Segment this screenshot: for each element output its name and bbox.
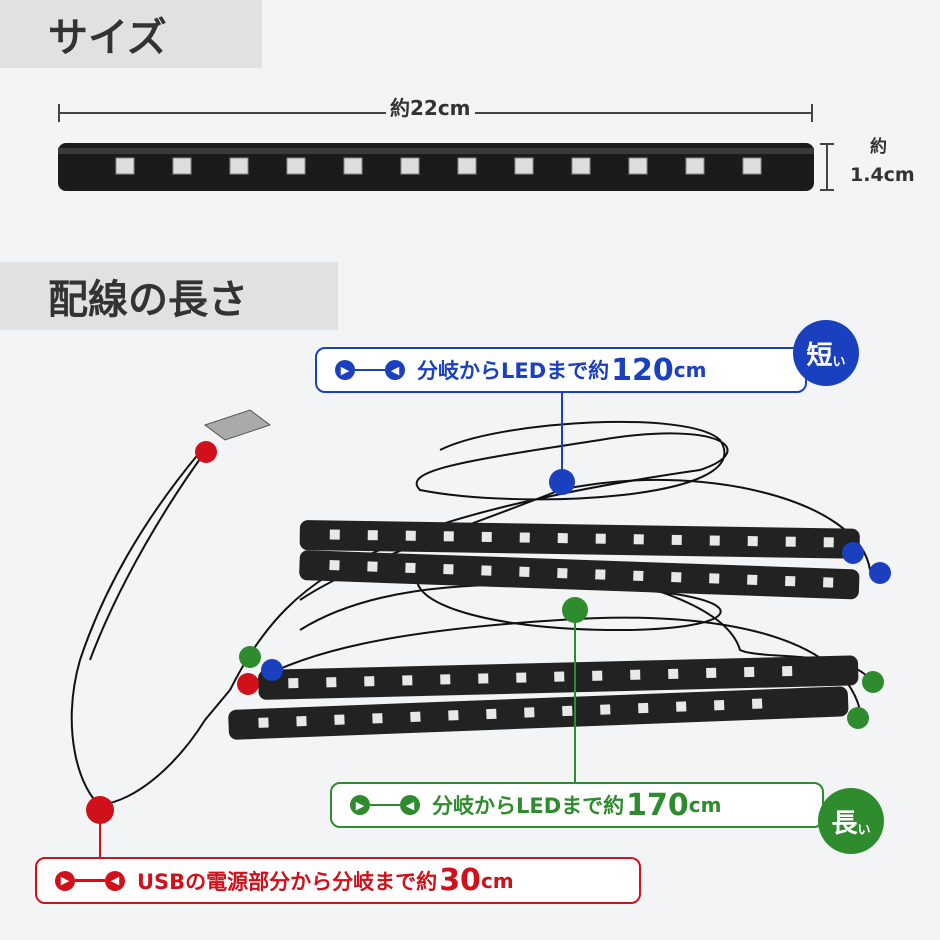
size-heading-text: サイズ — [48, 15, 167, 61]
cable-ends-icon: ▶◀ — [335, 360, 405, 380]
short-label-value: 120 — [611, 352, 674, 388]
usb-label-unit: cm — [480, 868, 514, 893]
long-badge-text: 長 — [831, 808, 858, 839]
long-label-value: 170 — [626, 787, 689, 823]
width-tick-bottom — [820, 189, 834, 191]
cable-ends-icon: ▶◀ — [55, 870, 125, 891]
cable-ends-icon: ▶◀ — [350, 795, 420, 815]
led-chip — [343, 157, 363, 175]
usb-label-text: USBの電源部分から分岐まで約 — [137, 869, 438, 894]
short-label-text: 分岐からLEDまで約 — [417, 359, 610, 383]
wiring-heading: 配線の長さ — [0, 262, 338, 330]
led-bar — [299, 550, 860, 600]
width-label-prefix: 約 — [870, 137, 887, 157]
long-badge: 長い — [818, 788, 884, 854]
led-chip — [115, 157, 135, 175]
width-dimension-line — [826, 143, 828, 190]
width-label: 1.4cm — [850, 164, 915, 186]
dim-tick-right — [811, 104, 813, 122]
led-chip — [514, 157, 534, 175]
short-label-unit: cm — [673, 358, 707, 382]
led-chip — [742, 157, 762, 175]
dim-tick-left — [58, 104, 60, 122]
short-badge-text: 短 — [806, 340, 833, 371]
led-bars — [228, 520, 860, 740]
short-badge-suffix: い — [832, 354, 846, 370]
wiring-heading-text: 配線の長さ — [48, 277, 248, 323]
short-badge: 短い — [793, 320, 859, 386]
led-chip — [400, 157, 420, 175]
led-bar — [299, 520, 860, 559]
led-chip — [229, 157, 249, 175]
led-chip — [457, 157, 477, 175]
usb-label-value: 30 — [439, 863, 481, 898]
length-label: 約22cm — [386, 92, 475, 121]
size-heading: サイズ — [0, 0, 262, 68]
led-bar — [228, 686, 849, 740]
led-chip — [172, 157, 192, 175]
width-tick-top — [820, 143, 834, 145]
led-chip — [286, 157, 306, 175]
led-chip — [685, 157, 705, 175]
led-bar — [258, 655, 859, 700]
long-label-text: 分岐からLEDまで約 — [432, 794, 625, 818]
led-chip — [628, 157, 648, 175]
led-chip — [571, 157, 591, 175]
long-label-unit: cm — [688, 793, 722, 817]
wiring-illustration — [70, 390, 891, 858]
led-strip-image — [58, 143, 814, 191]
long-badge-suffix: い — [857, 822, 871, 838]
